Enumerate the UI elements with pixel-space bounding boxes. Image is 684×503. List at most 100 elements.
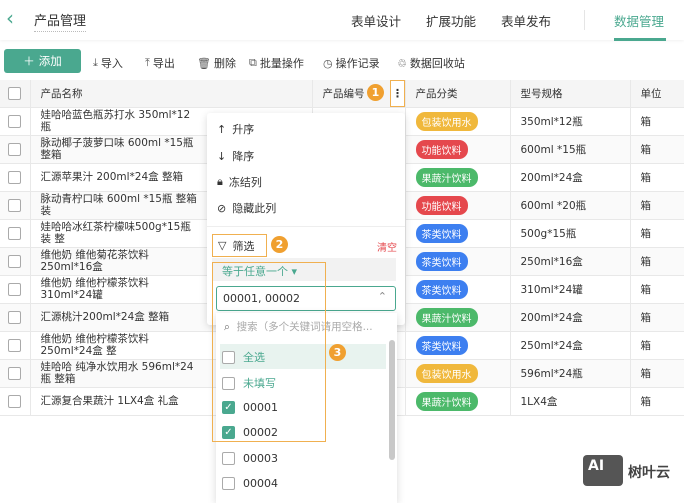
cell-name: 汇源苹果汁 200ml*24盒 整箱 xyxy=(40,171,183,183)
checkbox[interactable] xyxy=(222,350,235,364)
filter-option[interactable]: ✓00002 xyxy=(222,426,278,439)
add-button[interactable]: ＋添加 xyxy=(4,49,81,73)
row-checkbox[interactable] xyxy=(8,142,21,156)
row-checkbox[interactable] xyxy=(8,366,21,380)
cell-unit: 箱 xyxy=(630,331,684,360)
operator-select[interactable]: 等于任意一个 ▾ xyxy=(222,265,298,278)
option-highlight xyxy=(220,344,386,369)
col-header-spec[interactable]: 型号规格 xyxy=(510,80,631,108)
category-tag: 果蔬汁饮料 xyxy=(415,391,478,411)
col-header-unit[interactable]: 单位 xyxy=(630,80,684,108)
row-checkbox[interactable] xyxy=(8,338,21,352)
cell-name: 脉动青柠口味 600ml *15瓶 整箱装 xyxy=(40,193,197,217)
filter-option[interactable]: ✓00001 xyxy=(222,401,278,414)
cell-name: 娃哈哈蓝色瓶苏打水 350ml*12瓶 xyxy=(40,109,191,133)
filter-option[interactable]: 00003 xyxy=(222,452,278,465)
lock-icon: 🔒︎ xyxy=(217,175,223,188)
filter-option[interactable]: 未填写 xyxy=(222,375,276,391)
cell-spec: 1LX4盒 xyxy=(510,387,631,416)
clock-icon: ◷ xyxy=(323,56,333,70)
cell-unit: 箱 xyxy=(630,163,684,192)
category-tag: 包装饮用水 xyxy=(415,363,478,383)
category-tag: 茶类饮料 xyxy=(415,251,468,271)
checkbox[interactable] xyxy=(222,452,235,465)
filter-value-input[interactable]: 00001, 00002⌃ xyxy=(216,286,396,311)
cell-unit: 箱 xyxy=(630,387,684,416)
cell-unit: 箱 xyxy=(630,107,684,136)
tab-data-management[interactable]: 数据管理 xyxy=(614,14,665,29)
filter-option[interactable]: 00004 xyxy=(222,477,278,490)
menu-item-sort-asc[interactable]: ↑升序 xyxy=(217,122,255,137)
annotation-badge-1: 1 xyxy=(367,84,384,101)
col-header-name[interactable]: 产品名称 xyxy=(30,80,313,108)
cell-spec: 250ml*24盒 xyxy=(510,331,631,360)
menu-item-hide[interactable]: ⊘隐藏此列 xyxy=(217,201,277,216)
export-button[interactable]: ⤒导出 xyxy=(145,56,175,70)
row-checkbox[interactable] xyxy=(8,254,21,268)
download-icon: ⤓ xyxy=(93,56,98,69)
cell-spec: 200ml*24盒 xyxy=(510,303,631,332)
menu-item-freeze[interactable]: 🔒︎冻结列 xyxy=(217,175,262,189)
row-checkbox[interactable] xyxy=(8,310,21,324)
category-tag: 茶类饮料 xyxy=(415,335,468,355)
cell-name: 脉动椰子菠萝口味 600ml *15瓶 整箱 xyxy=(40,137,194,161)
watermark-text: 树叶云 xyxy=(628,465,670,481)
annotation-badge-2: 2 xyxy=(271,236,288,253)
annotation-badge-3: 3 xyxy=(329,344,346,361)
delete-button[interactable]: 🗑删除 xyxy=(197,56,236,71)
arrow-up-icon: ↑ xyxy=(217,122,227,136)
cell-spec: 596ml*24瓶 xyxy=(510,359,631,388)
plus-icon: ＋ xyxy=(23,54,35,68)
row-checkbox[interactable] xyxy=(8,394,21,408)
cell-spec: 310ml*24罐 xyxy=(510,275,631,304)
batch-button[interactable]: ⧉批量操作 xyxy=(249,56,304,70)
cell-unit: 箱 xyxy=(630,219,684,248)
trash-icon: 🗑 xyxy=(197,56,211,70)
cell-name: 维他奶 维他菊花茶饮料250ml*16盒 xyxy=(40,249,149,273)
back-chevron-left-icon[interactable]: ‹ xyxy=(6,6,14,30)
scrollbar[interactable] xyxy=(389,340,395,460)
cell-unit: 箱 xyxy=(630,275,684,304)
col-header-category[interactable]: 产品分类 xyxy=(405,80,511,108)
active-tab-indicator xyxy=(614,38,666,41)
checkbox-checked-icon[interactable]: ✓ xyxy=(222,426,235,439)
import-button[interactable]: ⤓导入 xyxy=(93,56,123,70)
cell-spec: 250ml*16盒 xyxy=(510,247,631,276)
cell-unit: 箱 xyxy=(630,191,684,220)
tab-extensions[interactable]: 扩展功能 xyxy=(426,14,477,29)
cell-spec: 600ml *20瓶 xyxy=(510,191,631,220)
cell-spec: 200ml*24盒 xyxy=(510,163,631,192)
cell-spec: 600ml *15瓶 xyxy=(510,135,631,164)
category-tag: 茶类饮料 xyxy=(415,279,468,299)
category-tag: 包装饮用水 xyxy=(415,111,478,131)
menu-item-sort-desc[interactable]: ↓降序 xyxy=(217,149,255,164)
tab-form-design[interactable]: 表单设计 xyxy=(351,14,402,29)
clear-filter-link[interactable]: 清空 xyxy=(377,243,397,254)
recycle-button[interactable]: ♲数据回收站 xyxy=(397,56,465,71)
operator-bar xyxy=(212,258,396,281)
checkbox[interactable] xyxy=(222,376,235,390)
filter-option[interactable]: 全选 xyxy=(222,349,265,365)
checkbox-checked-icon[interactable]: ✓ xyxy=(222,401,235,414)
option-search-input[interactable]: ⌕ 搜索（多个关键词请用空格... xyxy=(224,321,373,333)
row-checkbox[interactable] xyxy=(8,226,21,240)
cell-name: 汇源复合果蔬汁 1LX4盒 礼盒 xyxy=(40,395,179,407)
row-checkbox[interactable] xyxy=(8,114,21,128)
eye-off-icon: ⊘ xyxy=(217,201,227,215)
col-header-code[interactable]: 产品编号 xyxy=(312,80,406,108)
table-row[interactable]: 娃哈哈冰红茶柠檬味500g*15瓶装 整 茶类饮料 500g*15瓶 箱 xyxy=(0,219,684,248)
filter-label: ▽筛选 xyxy=(212,234,267,257)
checkbox[interactable] xyxy=(222,477,235,490)
category-tag: 茶类饮料 xyxy=(415,223,468,243)
row-checkbox[interactable] xyxy=(8,282,21,296)
page-title[interactable]: 产品管理 xyxy=(34,10,87,32)
select-all-checkbox[interactable] xyxy=(8,86,21,100)
tab-publish[interactable]: 表单发布 xyxy=(501,14,552,29)
row-checkbox[interactable] xyxy=(8,198,21,212)
log-button[interactable]: ◷操作记录 xyxy=(323,56,380,71)
column-menu-button[interactable]: ⋮ xyxy=(390,80,405,107)
filter-icon: ▽ xyxy=(218,239,227,252)
cell-unit: 箱 xyxy=(630,303,684,332)
row-checkbox[interactable] xyxy=(8,170,21,184)
table-header: 产品名称 产品编号 产品分类 型号规格 单位 xyxy=(0,80,684,108)
